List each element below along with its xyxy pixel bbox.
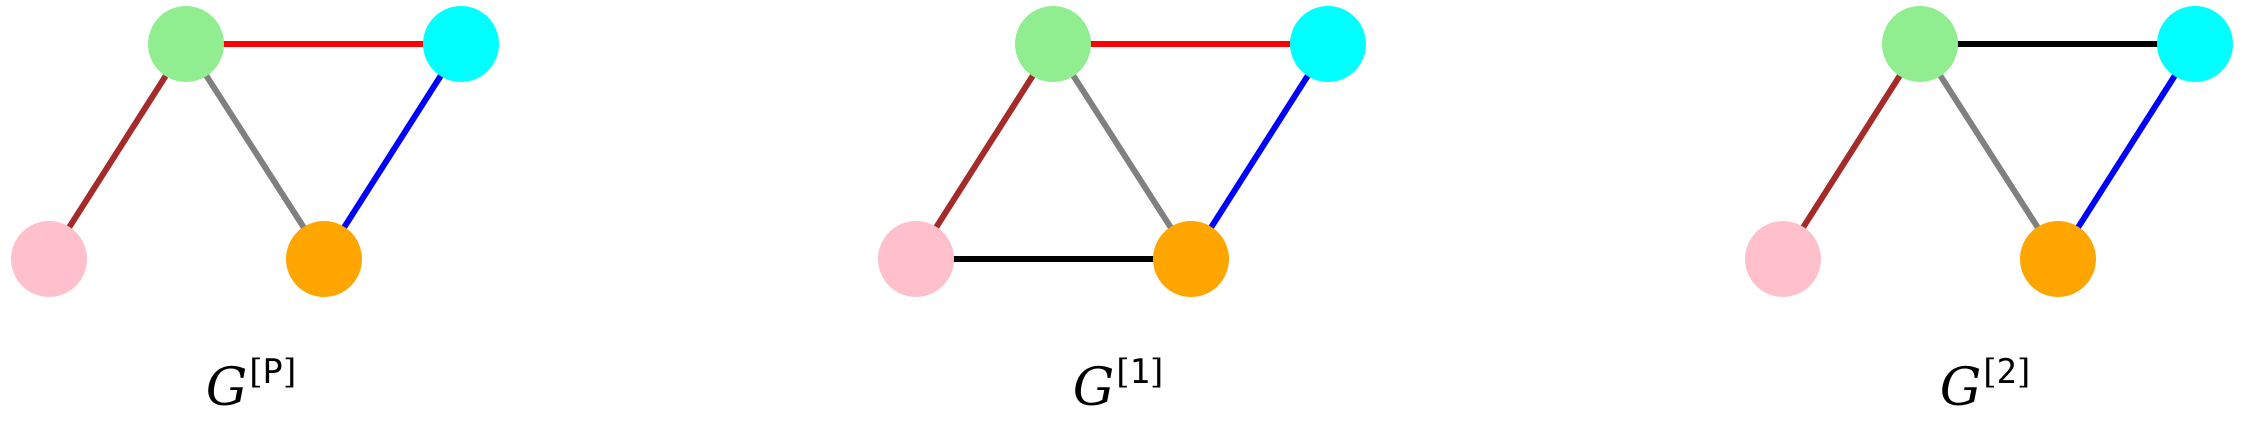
node-pink — [11, 221, 87, 297]
graph-1 — [878, 6, 1366, 297]
graph-p — [11, 6, 499, 297]
edge-cyan-orange — [1188, 42, 1331, 261]
node-cyan — [2157, 6, 2233, 82]
node-pink — [1745, 221, 1821, 297]
caption-symbol: G — [1939, 358, 1982, 418]
node-pink — [878, 221, 954, 297]
caption-symbol: G — [205, 358, 248, 418]
edge-pink-green — [1780, 42, 1923, 261]
edge-green-orange — [1050, 42, 1194, 261]
edge-pink-green — [913, 42, 1056, 261]
node-green — [1015, 6, 1091, 82]
node-green — [1882, 6, 1958, 82]
node-orange — [1153, 221, 1229, 297]
node-orange — [286, 221, 362, 297]
node-orange — [2020, 221, 2096, 297]
caption-superscript: 1 — [1129, 352, 1151, 392]
node-green — [148, 6, 224, 82]
edge-green-orange — [1917, 42, 2061, 261]
caption-symbol: G — [1072, 358, 1115, 418]
caption-superscript: P — [262, 352, 284, 392]
caption-graph-p: G[P] — [205, 352, 297, 418]
caption-graph-2: G[2] — [1939, 352, 2031, 418]
edge-cyan-orange — [321, 42, 464, 261]
node-cyan — [423, 6, 499, 82]
caption-graph-1: G[1] — [1072, 352, 1164, 418]
node-cyan — [1290, 6, 1366, 82]
edge-green-orange — [183, 42, 327, 261]
graph-2 — [1745, 6, 2233, 297]
edge-pink-green — [46, 42, 189, 261]
caption-superscript: 2 — [1996, 352, 2018, 392]
edge-cyan-orange — [2055, 42, 2198, 261]
